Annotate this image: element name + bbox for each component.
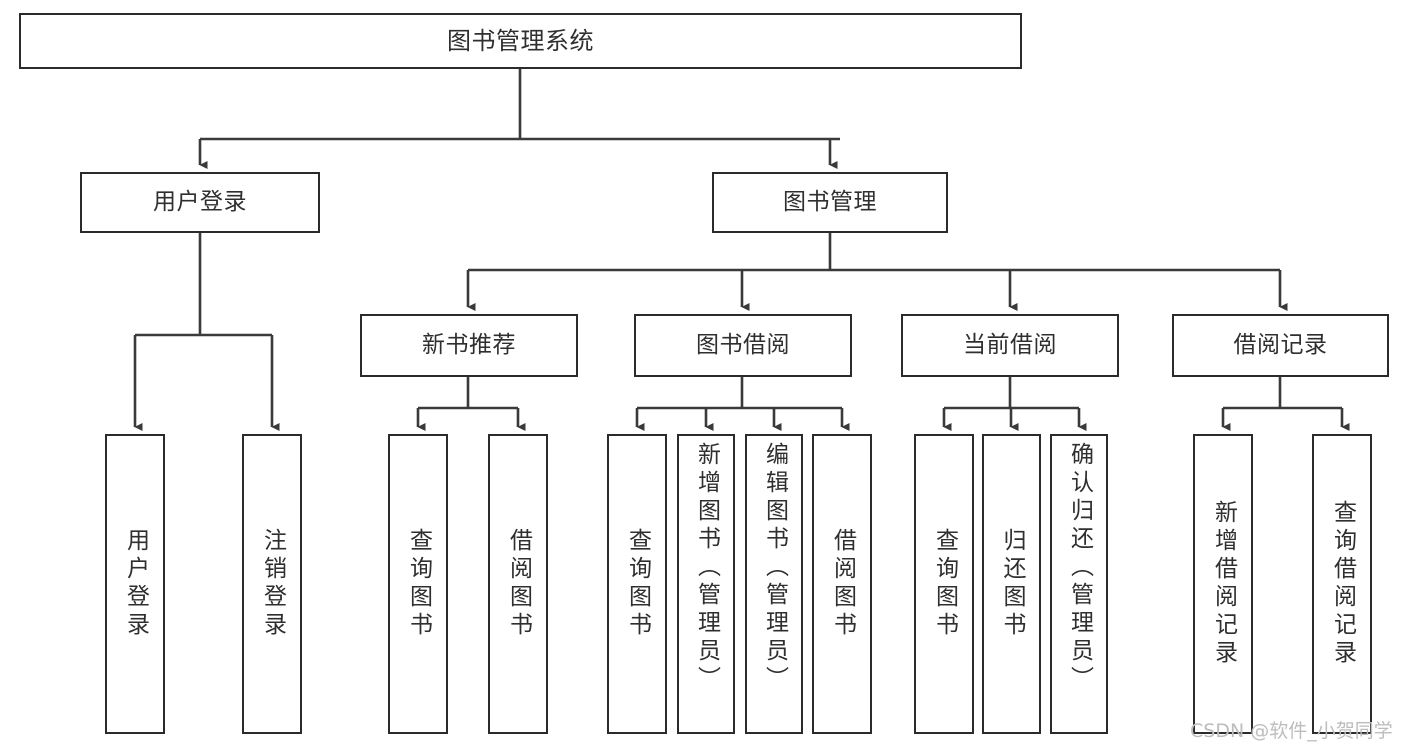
leaf-current-query-book[interactable]: 查询图书 — [914, 434, 974, 734]
leaf-current-confirm-return-admin[interactable]: 确认归还（管理员） — [1050, 434, 1108, 734]
leaf-current-return-book[interactable]: 归还图书 — [982, 434, 1041, 734]
leaf-record-query-record[interactable]: 查询借阅记录 — [1312, 434, 1372, 734]
node-borrow-record[interactable]: 借阅记录 — [1172, 314, 1389, 377]
node-label: 用户登录 — [122, 528, 149, 640]
leaf-borrow-add-book-admin[interactable]: 新增图书（管理员） — [677, 434, 735, 734]
node-label: 用户登录 — [153, 188, 247, 215]
leaf-borrow-query-book[interactable]: 查询图书 — [607, 434, 667, 734]
node-label: 图书管理 — [783, 188, 877, 215]
node-label: 当前借阅 — [963, 331, 1057, 358]
node-label: 确认归还（管理员） — [1066, 442, 1093, 694]
node-book-management[interactable]: 图书管理 — [712, 172, 948, 233]
leaf-record-add-record[interactable]: 新增借阅记录 — [1193, 434, 1253, 734]
leaf-user-logout[interactable]: 注销登录 — [242, 434, 302, 734]
node-label: 借阅记录 — [1233, 331, 1328, 358]
node-label: 借阅图书 — [505, 528, 532, 640]
node-label: 借阅图书 — [829, 528, 856, 640]
leaf-newbook-borrow-book[interactable]: 借阅图书 — [488, 434, 548, 734]
node-label: 图书借阅 — [696, 331, 790, 358]
node-label: 查询图书 — [931, 528, 958, 640]
node-book-borrow[interactable]: 图书借阅 — [634, 314, 852, 377]
leaf-borrow-edit-book-admin[interactable]: 编辑图书（管理员） — [745, 434, 803, 734]
leaf-borrow-lend-book[interactable]: 借阅图书 — [812, 434, 872, 734]
node-label: 新增借阅记录 — [1210, 500, 1237, 668]
leaf-newbook-query-book[interactable]: 查询图书 — [388, 434, 448, 734]
node-current-borrow[interactable]: 当前借阅 — [901, 314, 1119, 377]
node-label: 归还图书 — [999, 528, 1025, 640]
node-label: 新增图书（管理员） — [693, 442, 720, 694]
csdn-watermark: CSDN @软件_小贺同学 — [1190, 720, 1393, 742]
node-label: 查询图书 — [624, 528, 651, 640]
node-root-system[interactable]: 图书管理系统 — [19, 13, 1022, 69]
leaf-user-login[interactable]: 用户登录 — [105, 434, 165, 734]
node-user-login[interactable]: 用户登录 — [80, 172, 320, 233]
node-label: 注销登录 — [259, 528, 286, 640]
node-label: 查询图书 — [405, 528, 432, 640]
node-label: 新书推荐 — [422, 331, 516, 358]
node-label: 图书管理系统 — [447, 26, 594, 55]
node-label: 查询借阅记录 — [1329, 500, 1356, 668]
node-new-book-recommend[interactable]: 新书推荐 — [360, 314, 578, 377]
node-label: 编辑图书（管理员） — [761, 442, 788, 694]
